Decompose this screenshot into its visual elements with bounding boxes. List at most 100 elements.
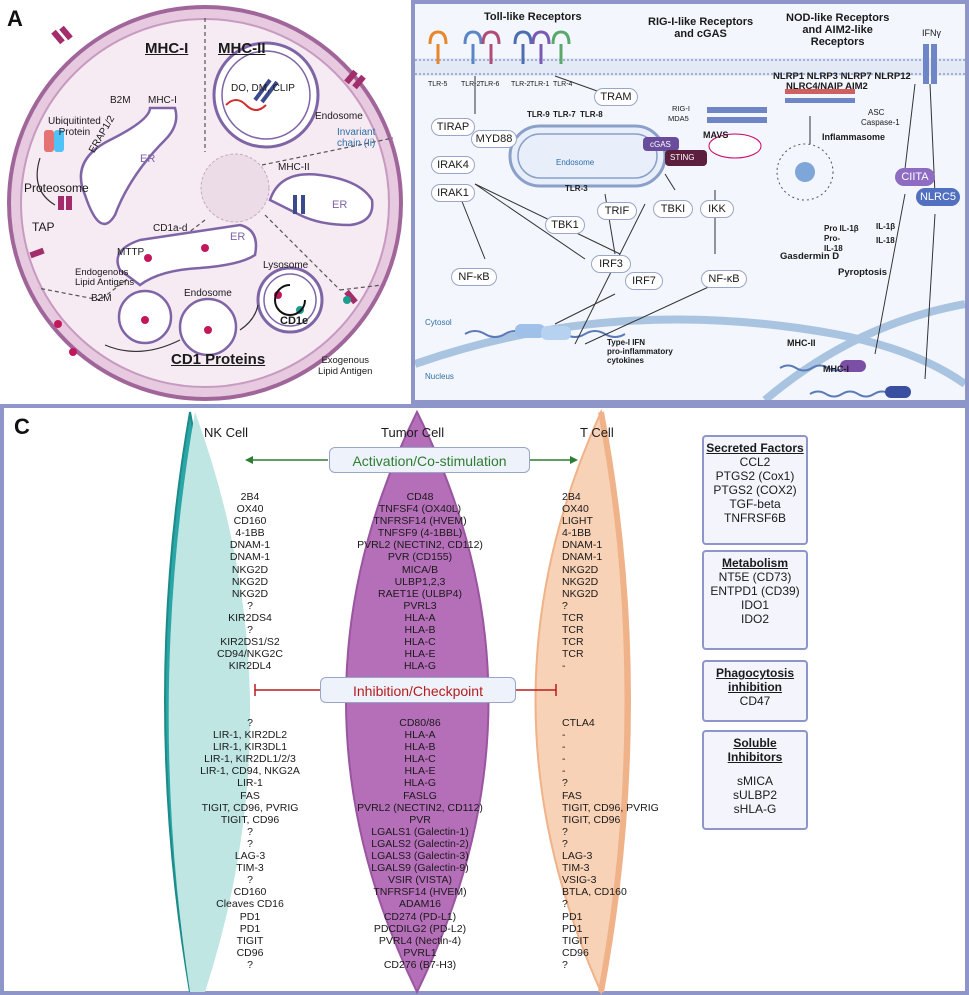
tcell-inh-item: - [562, 729, 566, 742]
tumor-inh-item: LGALS2 (Galectin-2) [371, 837, 469, 850]
lysosome-label: Lysosome [263, 260, 309, 271]
nk-cell-inner [168, 412, 251, 992]
mhc1-gene-label: MHC-I [823, 364, 849, 374]
tcell-act-item: TCR [562, 611, 584, 624]
tcell-act-item: ? [562, 599, 568, 612]
tcell-inh-item: FAS [562, 789, 582, 802]
tumor-act-item: HLA-A [404, 611, 436, 624]
node-sting: STING [670, 153, 695, 162]
node-mavs: MAVS [703, 130, 729, 140]
tcell-inh-item: ? [562, 777, 568, 790]
endosome-label-mhc2: Endosome [315, 111, 363, 122]
tlr-title: Toll-like Receptors [484, 11, 582, 23]
tumor-inh-item: HLA-A [404, 729, 436, 742]
b2m-label: B2M [110, 95, 131, 106]
tumor-inh-item: HLA-G [403, 777, 437, 790]
mhc2-gene-label: MHC-II [787, 338, 816, 348]
box-title: Soluble Inhibitors [727, 736, 783, 764]
box-item: CD47 [739, 694, 771, 708]
box-item: sULBP2 [732, 788, 778, 802]
node-tirap: TIRAP [431, 118, 475, 136]
endosome-b-label: Endosome [556, 158, 595, 167]
tcell-act-item: OX40 [562, 503, 589, 516]
tumor-inh-item: LGALS3 (Galectin-3) [371, 850, 469, 863]
nk-inh-item: TIGIT, CD96, PVRIG [201, 801, 299, 814]
tumor-act-item: RAET1E (ULBP4) [377, 587, 463, 600]
tcell-act-item: DNAM-1 [562, 539, 603, 552]
tlr5-label: TLR-5 [428, 81, 448, 88]
tcell-inh-item: PD1 [562, 922, 583, 935]
tcell-act-item: TCR [562, 624, 584, 637]
er-label-1: ER [140, 153, 156, 165]
tumor-inh-item: ADAM16 [398, 898, 441, 911]
tlr9-label: TLR-9 [527, 110, 550, 119]
tumor-act-item: TNFSF4 (OX40L) [378, 503, 462, 516]
nucleus [200, 153, 270, 223]
nk-act-item: ? [247, 624, 253, 637]
pro-il1b-label: Pro IL-1β [824, 224, 859, 233]
node-irak1: IRAK1 [431, 184, 475, 202]
tumor-inh-item: HLA-E [404, 765, 436, 778]
box-item: ENTPD1 (CD39) [710, 584, 800, 598]
tlr1-label: TLR-1 [530, 81, 550, 88]
nod-title: NOD-like Receptors and AIM2-like Recepto… [786, 12, 890, 48]
rig-label: RIG-I [672, 104, 690, 113]
box-item: IDO1 [740, 598, 769, 612]
nk-inh-item: LAG-3 [234, 850, 266, 863]
b2m-label-2: B2M [91, 293, 112, 304]
box-title: Phagocytosis inhibition [715, 666, 795, 694]
tumor-inh-item: PVRL2 (NECTIN2, CD112) [357, 801, 483, 814]
nk-inh-item: LIR-1 [237, 777, 263, 790]
tcell-inh-item: LAG-3 [562, 850, 593, 863]
nk-act-item: DNAM-1 [229, 539, 271, 552]
nk-inh-item: CD96 [236, 946, 264, 959]
tumor-inh-item: HLA-B [404, 741, 436, 754]
box-item: IDO2 [740, 612, 769, 626]
tap-label: TAP [32, 220, 55, 234]
nk-inh-item: Cleaves CD16 [216, 898, 284, 911]
nk-inh-item: PD1 [239, 910, 261, 923]
cd1ad-label: CD1a-d [153, 223, 188, 234]
tlr7-label: TLR-7 [553, 110, 576, 119]
tcell-act-item: TCR [562, 648, 584, 661]
panel-c-letter: C [14, 414, 30, 439]
tcell-inh-item: TIM-3 [562, 862, 590, 875]
box-item: TGF-beta [729, 497, 781, 511]
nk-act-item: KIR2DS1/S2 [220, 636, 280, 649]
tumor-inh-item: PVRL1 [403, 946, 437, 959]
pro-il18-label: Pro- IL-18 [824, 234, 843, 253]
nk-act-item: NKG2D [231, 587, 269, 600]
tcell-inh-item: TIGIT, CD96 [562, 813, 621, 826]
nk-act-item: OX40 [236, 503, 264, 516]
tumor-act-item: PVRL2 (NECTIN2, CD112) [357, 539, 483, 552]
tumor-act-item: MICA/B [401, 563, 439, 576]
node-tbk1: TBK1 [545, 216, 585, 234]
tumor-cell-title: Tumor Cell [381, 425, 445, 440]
mhc2-title: MHC-II [218, 40, 266, 57]
nk-inh-item: ? [247, 825, 253, 838]
box-item: PTGS2 (COX2) [713, 483, 797, 497]
tlr2-label-a: TLR-2 [461, 81, 481, 88]
t-cell-edge [598, 411, 631, 993]
inflammasome-label: Inflammasome [822, 132, 886, 142]
tumor-inh-item: LGALS1 (Galectin-1) [371, 825, 469, 838]
mhc1-label: MHC-I [148, 95, 177, 106]
tcell-act-item: LIGHT [562, 515, 593, 528]
tumor-inh-item: PDCDILG2 (PD-L2) [373, 922, 467, 935]
mda5-label: MDA5 [668, 114, 689, 123]
tumor-act-item: CD48 [406, 491, 434, 503]
nk-inh-item: ? [247, 874, 253, 887]
node-nfkb-1: NF-κB [451, 268, 497, 286]
tumor-act-item: HLA-C [404, 636, 436, 649]
tumor-inh-item: FASLG [403, 789, 437, 802]
exogenous-label: Exogenous Lipid Antigen [318, 355, 373, 377]
cytosol-label: Cytosol [425, 318, 452, 327]
nucleus-label: Nucleus [425, 372, 454, 381]
invariant-chain-label: Invariant chain (Ii) [337, 127, 376, 149]
